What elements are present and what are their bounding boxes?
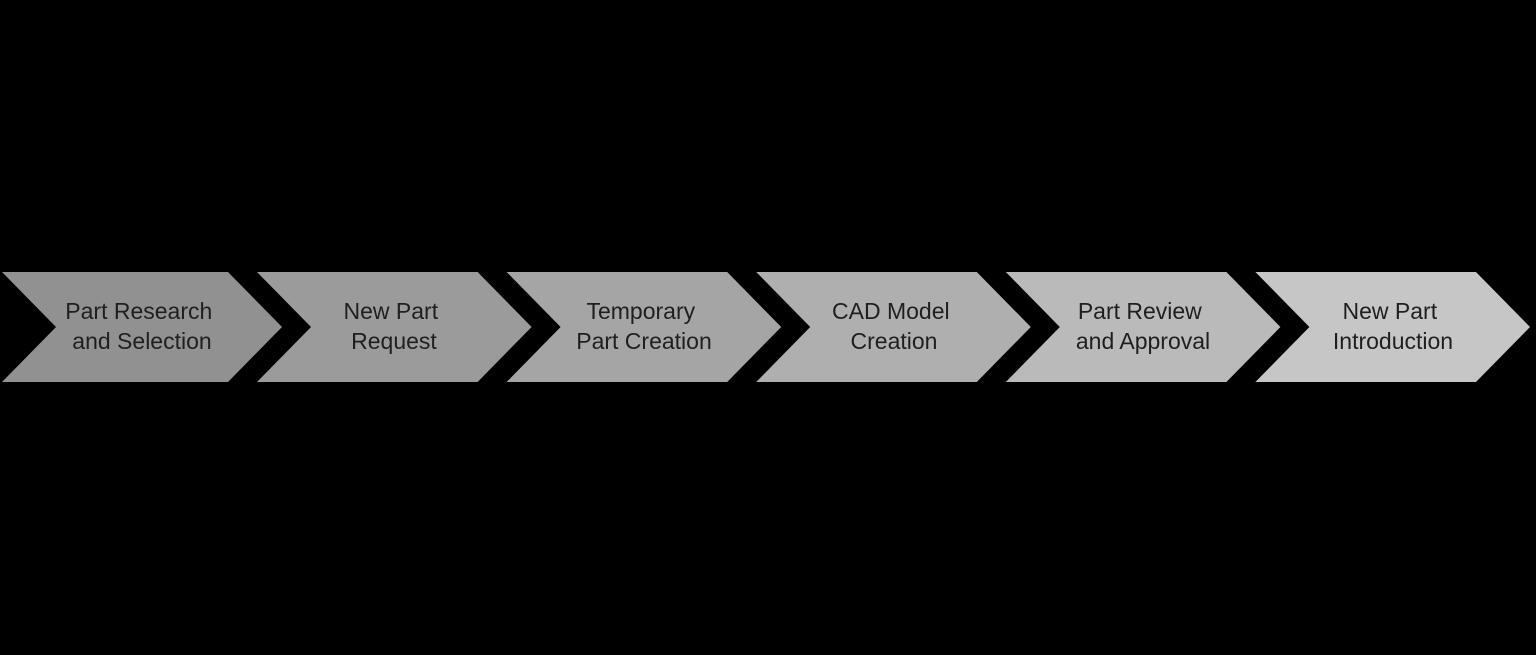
chevron-step-5-label: Part Review and Approval [1076,298,1210,354]
chevron-step-6-label: New Part Introduction [1333,298,1453,354]
chevron-step-2 [257,272,532,382]
chevron-step-5 [1005,272,1281,382]
step-2-line-1: New Part [344,298,439,324]
chevron-step-2-label: New Part Request [344,298,445,354]
chevron-step-1-label: Part Research and Selection [65,298,218,354]
step-3-line-1: Temporary [586,298,695,324]
step-5-line-2: and Approval [1076,328,1210,354]
chevron-step-1 [2,272,282,382]
step-2-line-2: Request [351,328,437,354]
chevron-step-3-label: Temporary Part Creation [576,298,712,354]
step-1-line-1: Part Research [65,298,212,324]
step-5-line-1: Part Review [1078,298,1202,324]
chevron-step-4 [756,272,1031,382]
chevron-step-6 [1255,272,1530,382]
step-4-line-2: Creation [851,328,938,354]
step-6-line-1: New Part [1343,298,1438,324]
chevron-step-4-label: CAD Model Creation [832,298,956,354]
step-1-line-2: and Selection [72,328,211,354]
step-3-line-2: Part Creation [576,328,712,354]
step-4-line-1: CAD Model [832,298,950,324]
chevron-step-3 [506,272,782,382]
step-6-line-2: Introduction [1333,328,1453,354]
